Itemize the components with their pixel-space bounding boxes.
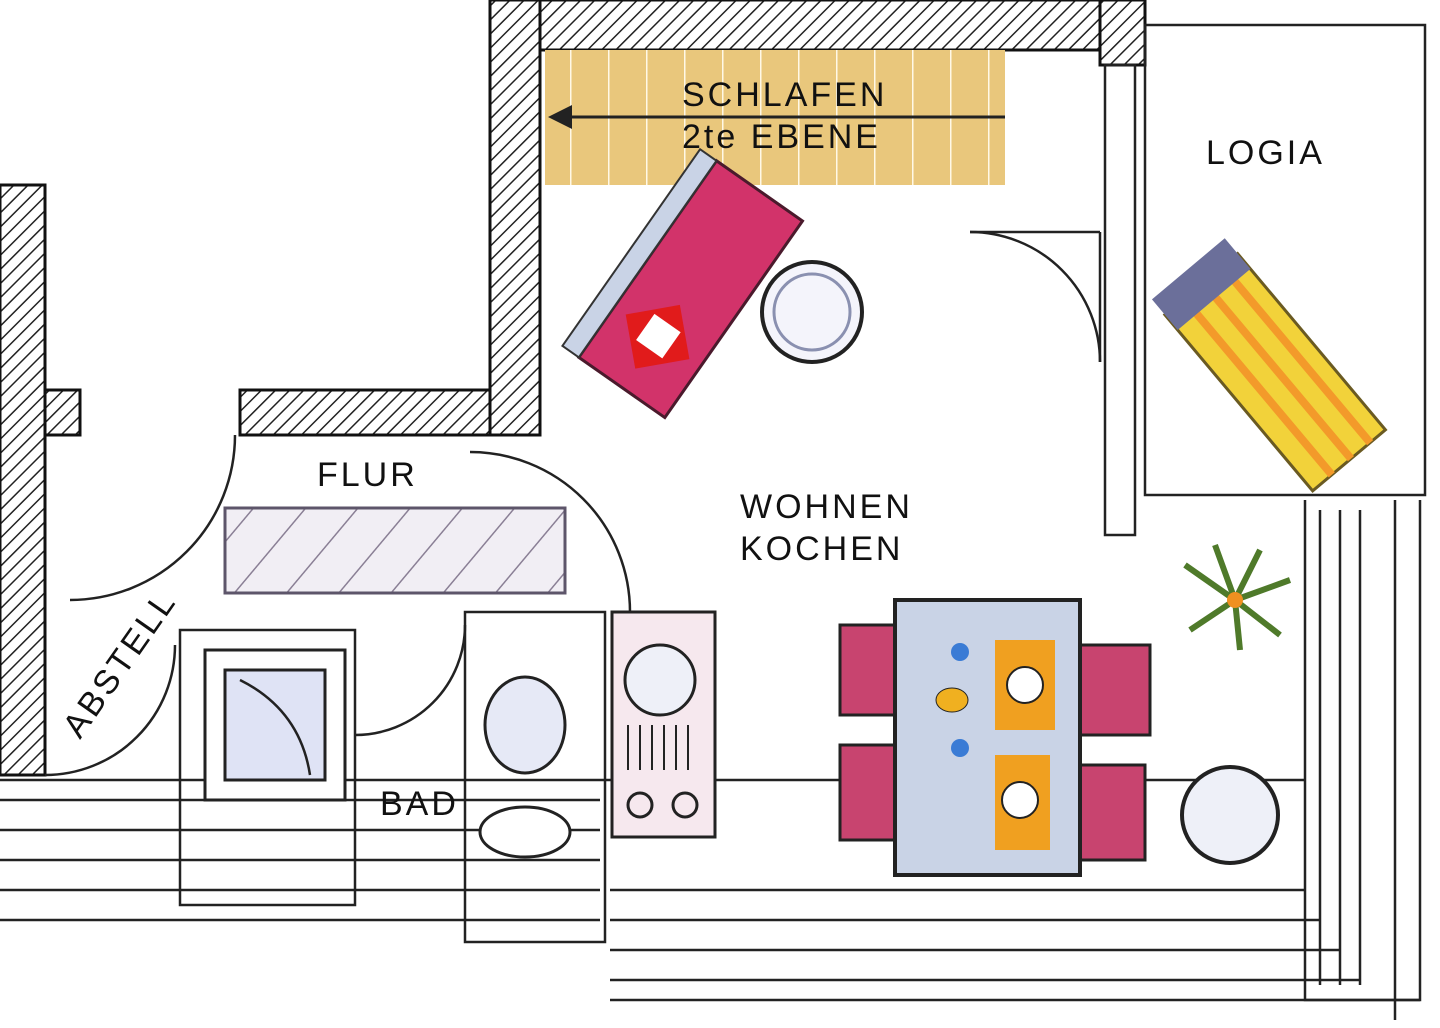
kitchen-unit [610, 610, 717, 839]
shower [203, 648, 347, 802]
doors [44, 230, 1102, 777]
label-kochen: KOCHEN [740, 530, 903, 568]
rug [223, 506, 567, 595]
label-flur: FLUR [317, 456, 418, 494]
toilet [478, 805, 572, 859]
plant [1183, 543, 1292, 651]
label-wohnen: WOHNEN [740, 488, 913, 526]
round-stool [1180, 765, 1280, 865]
label-2te-ebene: 2te EBENE [682, 118, 881, 156]
dining-set [838, 598, 1152, 877]
sofa [561, 147, 805, 420]
sink [483, 675, 567, 775]
label-schlafen: SCHLAFEN [682, 76, 887, 114]
label-bad: BAD [380, 785, 459, 823]
armchair [760, 260, 864, 364]
label-abstell: ABSTELL [55, 583, 184, 744]
label-logia: LOGIA [1206, 134, 1325, 172]
staircase [545, 50, 1005, 185]
sun-lounger [1151, 238, 1388, 493]
